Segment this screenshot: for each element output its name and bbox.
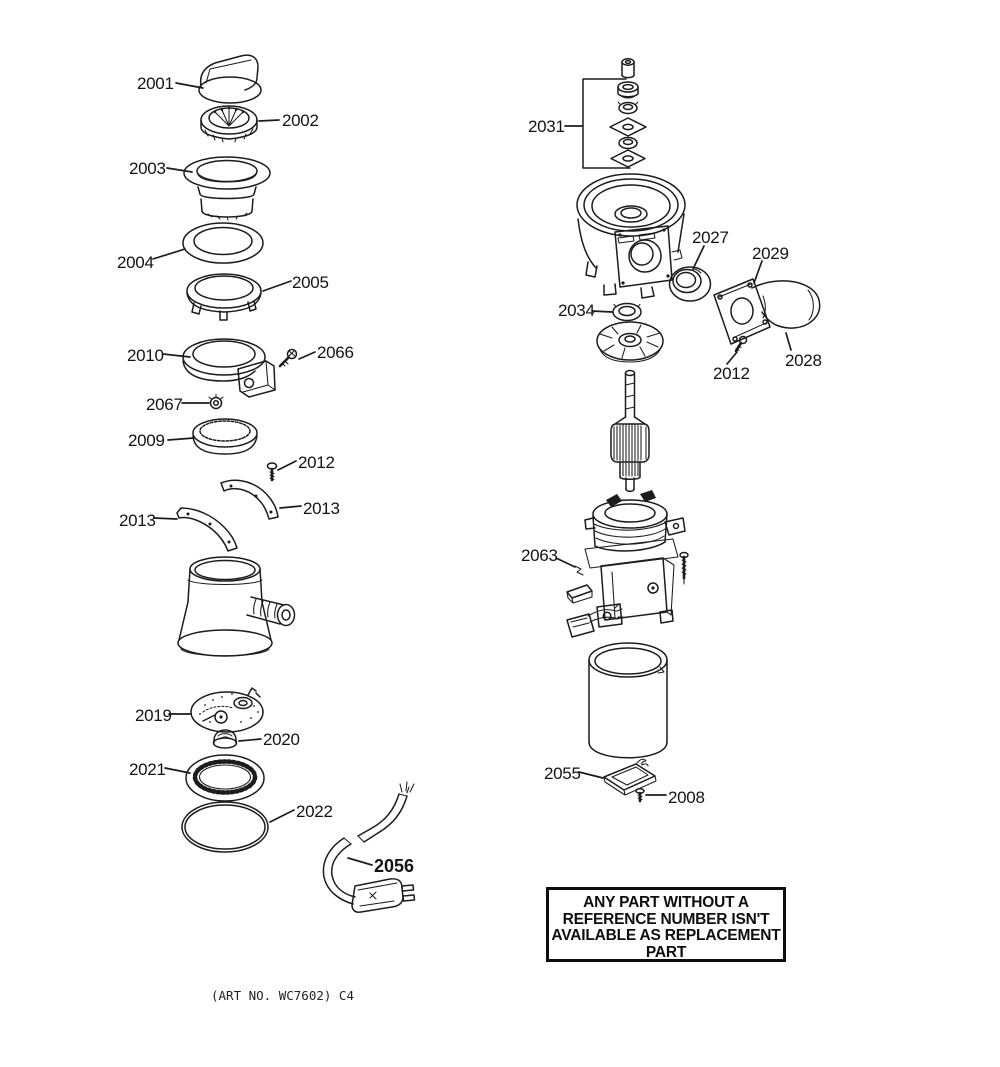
part-label-2012-left: 2012 <box>298 453 335 472</box>
leader-lines <box>152 82 792 866</box>
snap-ring-drawing <box>192 418 258 455</box>
clamp-nut-2067-drawing <box>208 393 224 410</box>
seal-2027-drawing <box>668 266 712 302</box>
fan-impeller-drawing <box>596 321 664 363</box>
part-label-2028: 2028 <box>785 351 822 370</box>
discharge-elbow-drawing <box>713 278 821 345</box>
screw-2012-right-drawing <box>734 335 748 353</box>
note-line-2: REFERENCE NUMBER ISN'T <box>562 910 770 928</box>
part-label-2067: 2067 <box>146 395 183 414</box>
part-label-2013-left: 2013 <box>119 511 156 530</box>
part-label-2003: 2003 <box>129 159 166 178</box>
part-label-2008: 2008 <box>668 788 705 807</box>
note-line-3: AVAILABLE AS REPLACEMENT <box>551 927 781 944</box>
turntable-2019-drawing <box>190 687 264 733</box>
part-label-2010: 2010 <box>127 346 164 365</box>
part-label-2055: 2055 <box>544 764 581 783</box>
part-label-2019: 2019 <box>135 706 172 725</box>
part-label-2027: 2027 <box>692 228 729 247</box>
support-ring-clamp-drawing <box>182 338 276 398</box>
motor-shell-drawing <box>588 642 668 759</box>
part-label-2056: 2056 <box>374 856 415 876</box>
gasket-2004-drawing <box>182 222 264 264</box>
ring-gasket-2022-drawing <box>181 801 269 853</box>
part-label-2005: 2005 <box>292 273 329 292</box>
part-label-2029: 2029 <box>752 244 789 263</box>
part-label-2009: 2009 <box>128 431 165 450</box>
part-label-2021: 2021 <box>129 760 166 779</box>
replacement-note-box: ANY PART WITHOUT A REFERENCE NUMBER ISN'… <box>546 887 786 962</box>
part-label-2063: 2063 <box>521 546 558 565</box>
stopper-knob-drawing <box>198 54 262 104</box>
clamp-screw-2066-drawing <box>278 348 298 368</box>
shredder-ring-2021-drawing <box>185 754 265 802</box>
bottom-plate-2055-drawing <box>603 758 657 796</box>
screw-2008-drawing <box>635 788 645 803</box>
part-label-2020: 2020 <box>263 730 300 749</box>
screw-2012-left-drawing <box>266 462 278 482</box>
armature-drawing <box>610 369 650 492</box>
part-label-2031: 2031 <box>528 117 565 136</box>
clamp-half-right-2013-drawing <box>220 479 279 520</box>
power-cord-2056-drawing <box>322 781 416 913</box>
part-label-2013-right: 2013 <box>303 499 340 518</box>
sink-flange-drawing <box>183 156 271 221</box>
part-label-2022: 2022 <box>296 802 333 821</box>
mounting-ring-drawing <box>186 273 262 321</box>
field-stator-drawing <box>584 490 686 552</box>
bracket-2031 <box>582 78 631 169</box>
upper-housing-drawing <box>576 173 686 299</box>
note-line-1: ANY PART WITHOUT A <box>583 894 749 911</box>
stopper-assembly-stack-2031-drawing <box>582 58 647 169</box>
clamp-half-left-2013-drawing <box>176 507 238 552</box>
switch-housing-drawing <box>566 538 689 638</box>
note-line-4: PART <box>645 943 687 961</box>
hopper-body-drawing <box>177 556 296 657</box>
splash-guard-drawing <box>200 105 258 143</box>
part-label-2012-right: 2012 <box>713 364 750 383</box>
ground-clip-2063 <box>574 565 584 576</box>
part-label-2066: 2066 <box>317 343 354 362</box>
art-number: (ART NO. WC7602) C4 <box>211 988 354 1003</box>
part-label-2004: 2004 <box>117 253 154 272</box>
part-label-2034: 2034 <box>558 301 595 320</box>
part-label-2001: 2001 <box>137 74 174 93</box>
part-label-2002: 2002 <box>282 111 319 130</box>
bearing-cap-2020-drawing <box>212 729 238 749</box>
slinger-ring-2034-drawing <box>612 302 642 322</box>
